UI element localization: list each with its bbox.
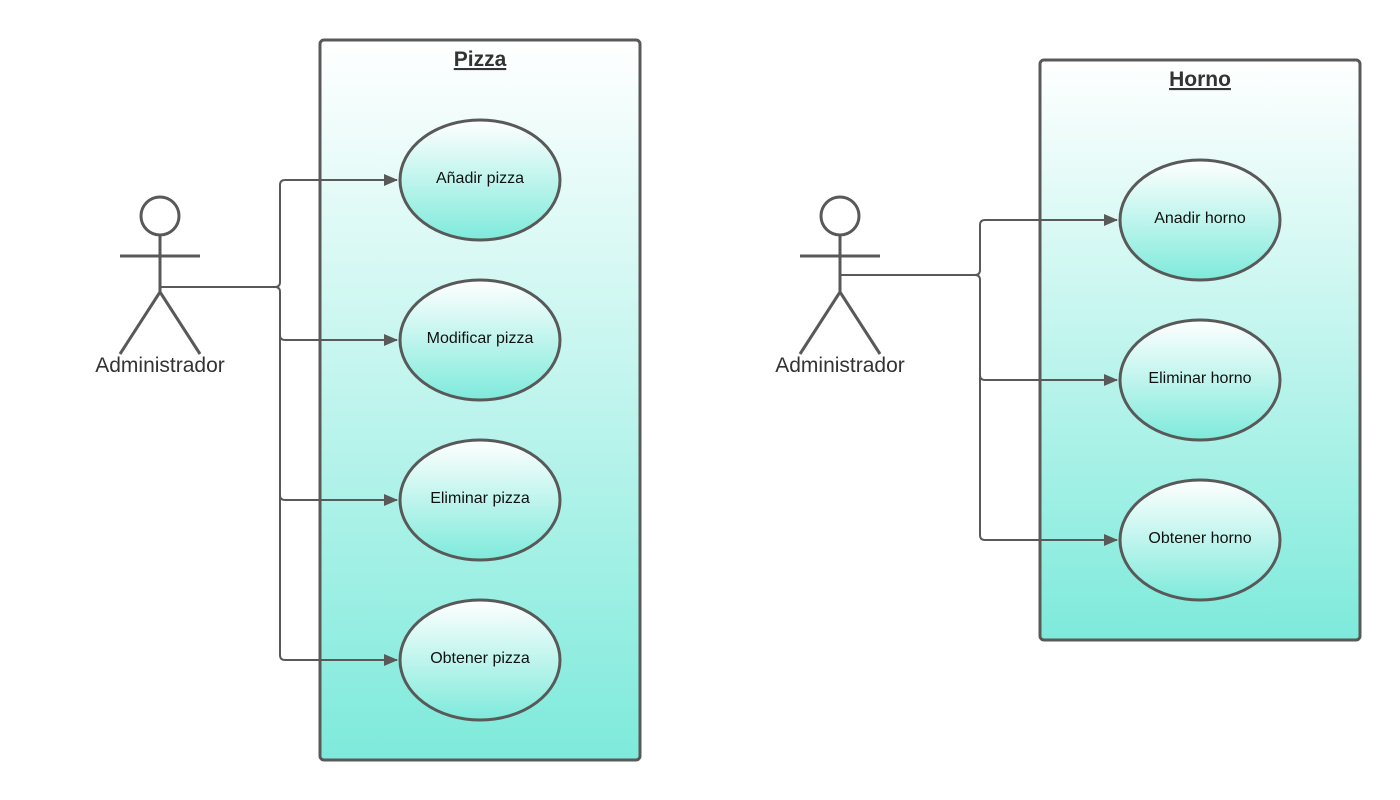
connectors-horno [840,214,1118,546]
use-case[interactable]: Eliminar horno [1118,318,1282,442]
actor-administrador[interactable]: Administrador [95,195,225,377]
use-case-label: Obtener horno [1148,530,1251,547]
use-case[interactable]: Eliminar pizza [398,438,562,562]
use-case-label: Eliminar pizza [430,490,530,507]
use-case-label: Modificar pizza [427,330,534,347]
system-title-horno: Horno [1169,68,1231,91]
use-case[interactable]: Anadir horno [1118,158,1282,282]
use-case-label: Anadir horno [1154,210,1246,227]
stick-figure-icon [118,195,202,355]
stick-figure-icon [798,195,882,355]
use-case-ellipse [398,438,562,562]
use-case-ellipse [398,118,562,242]
use-case-ellipse [1118,318,1282,442]
system-pizza: Pizza Añadir pizza Modificar pizza Elimi… [160,38,642,762]
actor-administrador[interactable]: Administrador [775,195,905,377]
connector [979,375,1118,546]
connectors-pizza [160,174,398,666]
use-case-ellipse [398,278,562,402]
use-case[interactable]: Añadir pizza [398,118,562,242]
system-title-pizza: Pizza [454,48,507,71]
use-case[interactable]: Obtener horno [1118,478,1282,602]
actor-label: Administrador [775,354,905,377]
use-case-label: Eliminar horno [1148,370,1251,387]
actor-label: Administrador [95,354,225,377]
system-horno: Horno Anadir horno Eliminar horno Obtene… [840,58,1362,642]
use-case-ellipse [1118,478,1282,602]
connector [279,495,398,666]
use-case-ellipse [398,598,562,722]
use-case-label: Obtener pizza [430,650,530,667]
use-case-label: Añadir pizza [436,170,524,187]
use-case[interactable]: Obtener pizza [398,598,562,722]
use-case-ellipse [1118,158,1282,282]
use-case[interactable]: Modificar pizza [398,278,562,402]
